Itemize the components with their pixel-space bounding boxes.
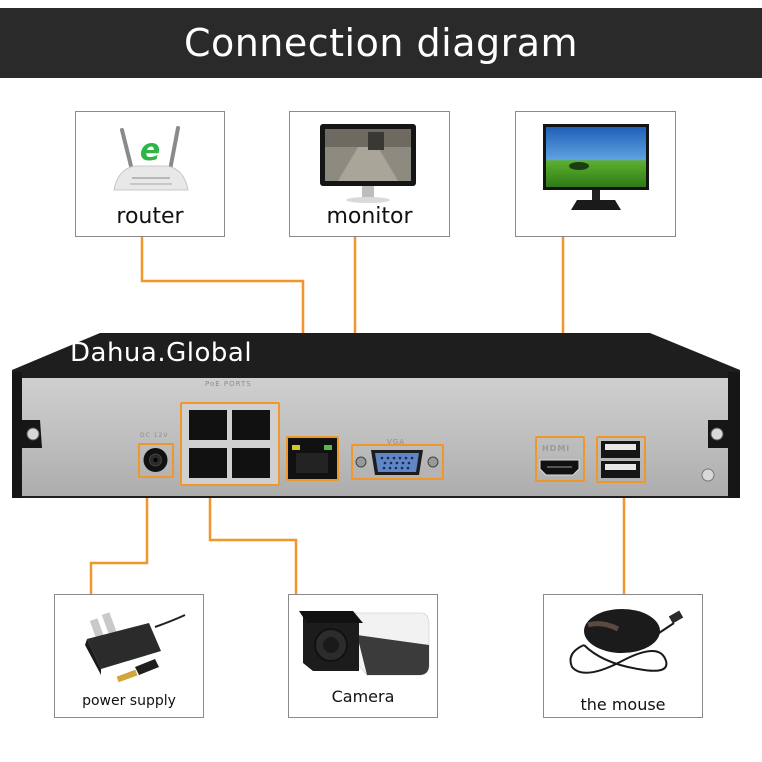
poe-ports-label: PoE PORTS: [205, 380, 252, 388]
rj45-poe-ports-icon: [189, 410, 270, 478]
hdmi-port[interactable]: HDMI: [535, 436, 585, 482]
camera-card: Camera: [288, 594, 438, 718]
power-port-label: DC 12V: [140, 432, 169, 439]
hdmi-port-label: HDMI: [542, 444, 571, 453]
power-adapter-icon: [85, 612, 186, 683]
dc-jack-icon: [143, 448, 168, 472]
vga-port-label: VGA: [387, 438, 406, 446]
svg-text:e: e: [140, 133, 160, 168]
mouse-card: the mouse: [543, 594, 703, 718]
router-card: e router: [75, 111, 225, 237]
monitor-label: monitor: [326, 204, 413, 229]
mouse-label: the mouse: [580, 695, 666, 714]
monitor-card: monitor: [289, 111, 450, 237]
title-bar: Connection diagram: [0, 8, 762, 78]
vga-connector-icon: [355, 450, 439, 475]
power-supply-label: power supply: [82, 693, 176, 709]
monitor-icon: [320, 124, 416, 203]
lan-port[interactable]: [286, 436, 339, 481]
power-supply-card: power supply: [54, 594, 204, 718]
usb-ports[interactable]: [596, 436, 646, 483]
watermark-text: Dahua.Global: [70, 338, 253, 368]
tv-card: [515, 111, 676, 237]
page-title: Connection diagram: [183, 21, 579, 65]
camera-label: Camera: [331, 687, 395, 706]
vga-port[interactable]: [351, 444, 444, 480]
router-label: router: [116, 204, 184, 229]
power-port[interactable]: [138, 443, 174, 478]
tv-monitor-icon: [543, 124, 649, 210]
router-icon: e: [113, 126, 189, 191]
rj45-lan-icon: [292, 445, 332, 473]
mouse-icon: [569, 609, 684, 674]
usb-connector-icon: [601, 441, 640, 478]
bullet-camera-icon: [299, 611, 430, 676]
hdmi-connector-icon: [539, 459, 580, 476]
poe-ports[interactable]: [180, 402, 280, 486]
